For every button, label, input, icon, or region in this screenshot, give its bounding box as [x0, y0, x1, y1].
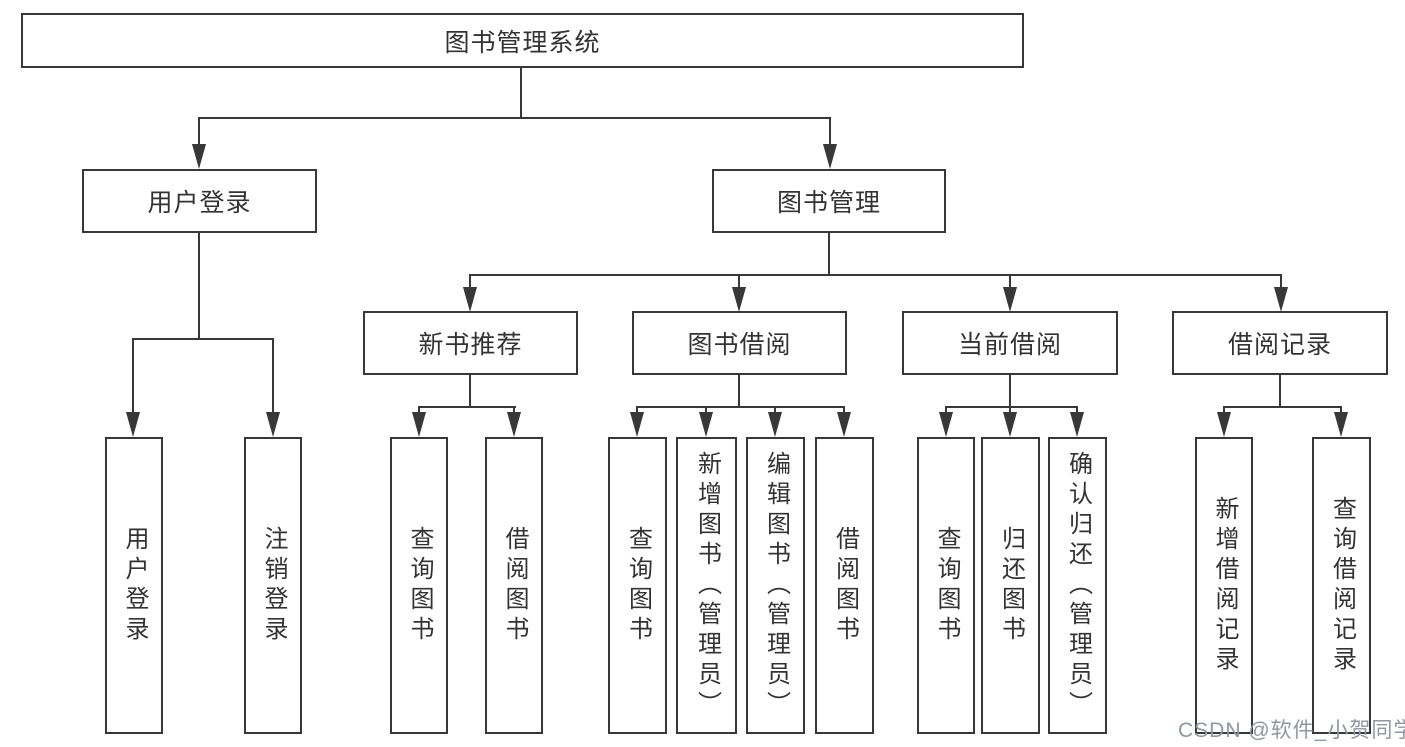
leaf-confirm-return-admin-label: 确认归还（管理员）	[1064, 450, 1092, 721]
connector-line	[1009, 274, 1011, 290]
node-root-system: 图书管理系统	[21, 13, 1024, 68]
leaf-newbooks-borrow: 借阅图书	[485, 437, 543, 734]
node-current-borrow-label: 当前借阅	[957, 331, 1062, 359]
node-book-borrow: 图书借阅	[632, 311, 847, 375]
leaf-borrow-book: 借阅图书	[815, 437, 874, 734]
node-new-books-label: 新书推荐	[418, 331, 523, 359]
node-book-borrow-label: 图书借阅	[687, 331, 792, 359]
arrow-down-icon	[1003, 287, 1017, 312]
node-root-label: 图书管理系统	[444, 28, 601, 57]
leaf-borrow-book-label: 借阅图书	[831, 525, 859, 646]
leaf-confirm-return-admin: 确认归还（管理员）	[1048, 437, 1107, 734]
node-user-login-label: 用户登录	[147, 189, 252, 217]
connector-line	[132, 338, 274, 340]
connector-line	[636, 406, 638, 414]
connector-line	[774, 406, 776, 414]
connector-line	[1223, 406, 1225, 414]
connector-line	[198, 117, 831, 119]
leaf-borrow-query-label: 查询图书	[624, 525, 652, 646]
connector-line	[1340, 406, 1342, 414]
connector-line	[843, 406, 845, 414]
connector-line	[738, 375, 740, 408]
connector-line	[1223, 406, 1342, 408]
arrow-down-icon	[837, 412, 851, 437]
arrow-down-icon	[1217, 412, 1231, 437]
arrow-down-icon	[823, 144, 837, 169]
connector-line	[513, 406, 515, 414]
leaf-user-login: 用户登录	[105, 437, 163, 734]
arrow-down-icon	[1070, 412, 1084, 437]
connector-line	[198, 117, 200, 146]
leaf-query-record: 查询借阅记录	[1312, 437, 1371, 734]
node-borrow-records-label: 借阅记录	[1227, 331, 1332, 359]
leaf-add-record: 新增借阅记录	[1195, 437, 1253, 734]
connector-line	[738, 274, 740, 290]
arrow-down-icon	[412, 412, 426, 437]
connector-line	[418, 406, 516, 408]
connector-line	[945, 406, 947, 414]
leaf-return-book-label: 归还图书	[997, 525, 1025, 646]
arrow-down-icon	[507, 412, 521, 437]
leaf-newbooks-query-label: 查询图书	[406, 525, 433, 646]
connector-line	[418, 406, 420, 414]
leaf-newbooks-borrow-label: 借阅图书	[501, 525, 528, 646]
arrow-down-icon	[732, 287, 746, 312]
connector-line	[469, 274, 1282, 276]
leaf-current-query-label: 查询图书	[933, 525, 960, 646]
arrow-down-icon	[463, 287, 477, 312]
node-new-books: 新书推荐	[363, 311, 578, 375]
leaf-add-record-label: 新增借阅记录	[1211, 495, 1238, 676]
connector-line	[945, 406, 1078, 408]
arrow-down-icon	[126, 412, 140, 437]
node-book-manage-label: 图书管理	[776, 189, 881, 217]
node-book-manage: 图书管理	[712, 169, 946, 233]
leaf-user-login-label: 用户登录	[121, 525, 148, 646]
connector-line	[469, 375, 471, 408]
connector-line	[272, 338, 274, 413]
arrow-down-icon	[1003, 412, 1017, 437]
leaf-return-book: 归还图书	[981, 437, 1040, 734]
connector-line	[705, 406, 707, 414]
node-current-borrow: 当前借阅	[902, 311, 1118, 375]
connector-line	[1279, 375, 1281, 408]
connector-line	[636, 406, 845, 408]
connector-line	[520, 67, 522, 118]
leaf-borrow-edit-admin-label: 编辑图书（管理员）	[762, 450, 790, 721]
node-borrow-records: 借阅记录	[1172, 311, 1388, 375]
connector-line	[1009, 375, 1011, 408]
leaf-newbooks-query: 查询图书	[390, 437, 448, 734]
connector-line	[198, 233, 200, 340]
arrow-down-icon	[768, 412, 782, 437]
leaf-logout: 注销登录	[244, 437, 302, 734]
node-user-login: 用户登录	[82, 169, 317, 233]
connector-line	[469, 274, 471, 290]
leaf-query-record-label: 查询借阅记录	[1328, 495, 1356, 676]
connector-line	[1280, 274, 1282, 290]
arrow-down-icon	[939, 412, 953, 437]
arrow-down-icon	[699, 412, 713, 437]
arrow-down-icon	[630, 412, 644, 437]
leaf-borrow-add-admin-label: 新增图书（管理员）	[693, 450, 721, 721]
connector-line	[1076, 406, 1078, 414]
arrow-down-icon	[192, 144, 206, 169]
connector-line	[828, 233, 830, 276]
leaf-borrow-add-admin: 新增图书（管理员）	[676, 437, 737, 734]
connector-line	[132, 338, 134, 413]
connector-line	[1009, 406, 1011, 414]
arrow-down-icon	[1274, 287, 1288, 312]
leaf-borrow-query: 查询图书	[608, 437, 667, 734]
arrow-down-icon	[266, 412, 280, 437]
arrow-down-icon	[1334, 412, 1348, 437]
leaf-logout-label: 注销登录	[260, 525, 287, 646]
csdn-watermark: CSDN @软件_小贺同学	[1178, 719, 1405, 742]
connector-line	[829, 117, 831, 146]
leaf-borrow-edit-admin: 编辑图书（管理员）	[746, 437, 805, 734]
leaf-current-query: 查询图书	[917, 437, 975, 734]
